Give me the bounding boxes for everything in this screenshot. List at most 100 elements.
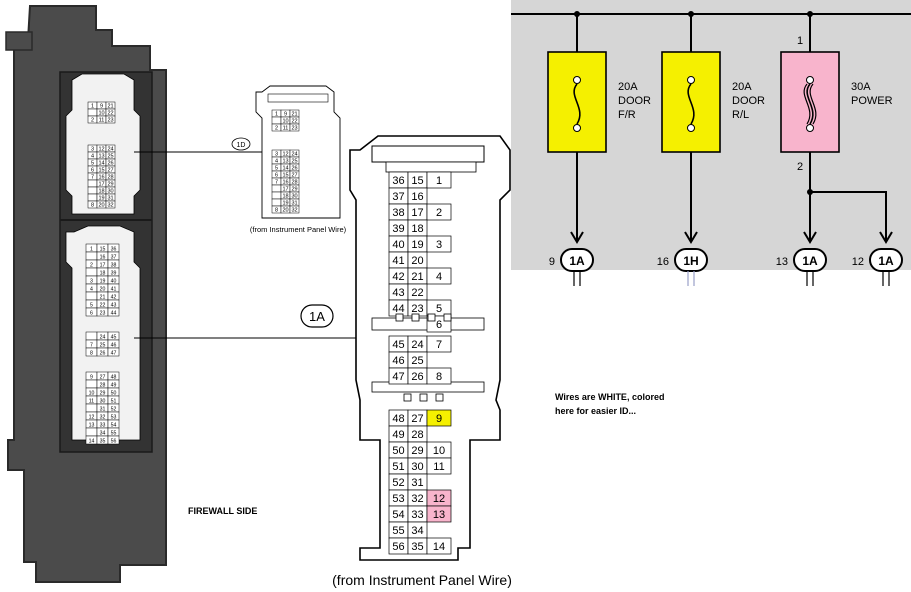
mini-1a-left-pin-label: 12	[89, 415, 95, 421]
mini-1a-left-cavity	[107, 307, 120, 317]
mini-1a-left-pin-label: 31	[100, 407, 106, 413]
connector-1a-pin-label: 3	[436, 239, 442, 251]
mini-1a-left-pin-label: 46	[111, 343, 117, 349]
connector-1a-pin-label: 48	[392, 413, 404, 425]
fuse-pin-top: 1	[797, 35, 803, 47]
terminal-connector-label: 1A	[569, 254, 585, 268]
mini-1d-left-pin-label: 21	[107, 104, 113, 110]
terminal-pin-number: 9	[549, 256, 555, 268]
mini-1d-detail-cavity	[271, 191, 282, 200]
mini-1a-left-cavity	[85, 403, 98, 413]
connector-1a-pin-label: 25	[411, 355, 423, 367]
mini-1d-left-pin-label: 9	[100, 104, 103, 110]
connector-1a-pin-label: 36	[392, 175, 404, 187]
mini-1d-left-pin-label: 30	[107, 189, 113, 195]
connector-1a-cavity-1	[426, 171, 452, 189]
mini-1a-left-pin-label: 20	[100, 287, 106, 293]
connector-1a-cavity-9	[426, 409, 452, 427]
connector-1a-pin-label: 28	[411, 429, 423, 441]
connector-1a-pin-label: 47	[392, 371, 404, 383]
mini-1a-left-pin-label: 49	[111, 383, 117, 389]
mini-1a-left-pin-label: 3	[90, 279, 93, 285]
mini-1d-detail-pin-label: 6	[275, 173, 278, 179]
connector-1a-pin-label: 40	[392, 239, 404, 251]
mini-1d-detail-pin-label: 27	[291, 173, 297, 179]
connector-1a-cavity-2	[426, 203, 452, 221]
fuse-body	[661, 51, 721, 153]
mini-1a-left-pin-label: 18	[100, 271, 106, 277]
connector-1a-pin-label: 30	[411, 461, 423, 473]
mini-1a-left-pin-label: 47	[111, 351, 117, 357]
connector-1d-tag: 1D	[237, 142, 246, 149]
mini-1d-detail-pin-label: 17	[282, 187, 288, 193]
mini-1a-left-pin-label: 23	[100, 311, 106, 317]
connector-1a-pin-label: 33	[411, 509, 423, 521]
mini-1d-detail-pin-label: 9	[284, 112, 287, 118]
mini-1d-left-pin-label: 19	[98, 196, 104, 202]
connector-1a-pin-label: 53	[392, 493, 404, 505]
connector-1a-pin-label: 24	[411, 339, 423, 351]
mini-1a-left-pin-label: 8	[90, 351, 93, 357]
mini-1a-left-pin-label: 14	[89, 439, 95, 445]
mini-1a-left-pin-label: 29	[100, 391, 106, 397]
mini-1a-left-pin-label: 27	[100, 375, 106, 381]
mini-1a-left-cavity	[85, 267, 98, 277]
mini-1d-detail-pin-label: 22	[291, 119, 297, 125]
mini-1a-left-pin-label: 24	[100, 335, 106, 341]
connector-1a-pin-label: 37	[392, 191, 404, 203]
connector-1a-pin-label: 45	[392, 339, 404, 351]
mini-1d-detail-pin-label: 14	[282, 166, 288, 172]
mini-1d-detail-pin-label: 30	[291, 194, 297, 200]
mini-1a-left-pin-label: 34	[100, 431, 106, 437]
mini-1a-left-pin-label: 53	[111, 415, 117, 421]
connector-1a-pin-label: 15	[411, 175, 423, 187]
connector-1a-pin-label: 4	[436, 271, 442, 283]
mini-1d-left-pin-label: 14	[98, 161, 104, 167]
connector-1a-pin-label: 56	[392, 541, 404, 553]
mini-1d-detail-cavity	[289, 205, 300, 214]
connector-1a-pin-label: 11	[433, 461, 444, 473]
mini-1a-left-pin-label: 5	[90, 303, 93, 309]
mini-1d-detail-pin-label: 2	[275, 126, 278, 132]
connector-1a-pin-label: 35	[411, 541, 423, 553]
mini-1a-left-pin-label: 28	[100, 383, 106, 389]
mini-1a-left-pin-label: 37	[111, 255, 117, 261]
mini-1a-left-pin-label: 16	[100, 255, 106, 261]
mini-1d-detail-pin-label: 4	[275, 159, 278, 165]
mini-1d-left-pin-label: 8	[91, 203, 94, 209]
connector-1a-pin-label: 34	[411, 525, 423, 537]
mini-1d-left-pin-label: 28	[107, 175, 113, 181]
mini-1d-detail-pin-label: 16	[282, 180, 288, 186]
connector-1a-pin-label: 6	[436, 319, 442, 331]
connector-1a-cavity-8	[426, 367, 452, 385]
firewall-side-label: FIREWALL SIDE	[188, 506, 257, 516]
mini-1d-left-cavity	[87, 179, 98, 188]
mini-1d-left-pin-label: 2	[91, 118, 94, 124]
connector-1a-pin-label: 41	[392, 255, 404, 267]
mini-1d-left-pin-label: 1	[91, 104, 94, 110]
from-ipw-big-caption: (from Instrument Panel Wire)	[332, 572, 512, 588]
mini-1d-detail-pin-label: 20	[282, 208, 288, 214]
connector-1a-pin-label: 23	[411, 303, 423, 315]
connector-1a-cavity-11	[426, 457, 452, 475]
fuse-label: R/L	[732, 109, 749, 121]
mini-1d-left-pin-label: 13	[98, 154, 104, 160]
mini-1a-left-cavity	[107, 435, 120, 445]
connector-1a-pin-label: 26	[411, 371, 423, 383]
mini-1d-detail-cavity	[289, 123, 300, 132]
mini-1a-left-pin-label: 54	[111, 423, 117, 429]
connector-1a-pin-label: 18	[411, 223, 423, 235]
connector-1a-pin-label: 22	[411, 287, 423, 299]
connector-1a-pin-label: 14	[433, 541, 445, 553]
mini-1d-left-pin-label: 3	[91, 147, 94, 153]
connector-1a-pin-label: 17	[411, 207, 423, 219]
mini-1d-left-pin-label: 10	[98, 111, 104, 117]
connector-1a-pin-label: 1	[436, 175, 442, 187]
mini-1a-left-pin-label: 10	[89, 391, 95, 397]
fuse-rating: 20A	[618, 81, 638, 93]
terminal-badge	[793, 248, 827, 272]
fuse-element	[573, 83, 581, 125]
connector-1a-pin-label: 39	[392, 223, 404, 235]
mini-1d-left-pin-label: 15	[98, 168, 104, 174]
